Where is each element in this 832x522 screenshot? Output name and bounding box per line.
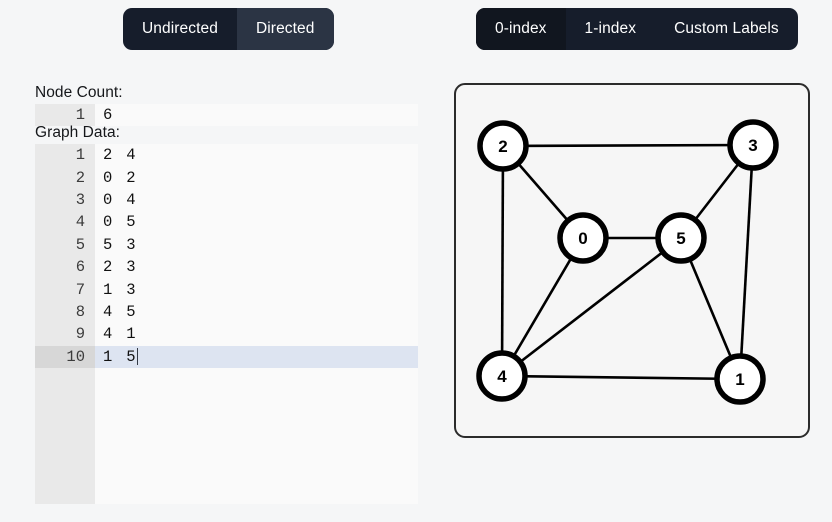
node-count-editor[interactable]: 1 6 — [35, 104, 418, 126]
line-text: 5 3 — [103, 235, 138, 254]
graph-mode-toggle-group[interactable]: Undirected Directed — [123, 8, 334, 50]
label-option-1-index[interactable]: 1-index — [566, 8, 656, 50]
line-number: 6 — [35, 255, 95, 279]
line-content[interactable]: 4 5 — [95, 301, 418, 323]
gutter-filler — [35, 367, 95, 504]
line-content[interactable]: 5 3 — [95, 234, 418, 256]
graph-node-label: 5 — [676, 229, 685, 248]
graph-node-circle[interactable] — [477, 120, 529, 172]
line-text: 0 5 — [103, 213, 138, 232]
graph-node-label: 4 — [497, 367, 507, 386]
line-number: 1 — [35, 104, 95, 126]
graph-edge — [501, 374, 741, 381]
editor-line[interactable]: 6 2 3 — [35, 255, 418, 279]
line-text: 4 1 — [103, 325, 138, 344]
line-content[interactable]: 4 1 — [95, 323, 418, 345]
line-text: 0 4 — [103, 190, 138, 209]
editor-line-active[interactable]: 10 1 5 — [35, 345, 418, 368]
graph-node-label: 2 — [498, 137, 507, 156]
editor-line[interactable]: 7 1 3 — [35, 278, 418, 301]
line-number: 2 — [35, 166, 95, 189]
label-option-0-index[interactable]: 0-index — [476, 8, 566, 50]
graph-node-circle[interactable] — [714, 353, 766, 405]
editor-blank-space[interactable] — [95, 367, 418, 504]
line-content[interactable]: 2 4 — [95, 144, 418, 166]
graph-edge — [500, 145, 505, 377]
graph-node-label: 1 — [735, 370, 744, 389]
line-text: 2 3 — [103, 258, 138, 277]
line-content[interactable]: 2 3 — [95, 256, 418, 278]
graph-node-circle[interactable] — [557, 212, 609, 264]
line-number: 5 — [35, 233, 95, 256]
node-count-label: Node Count: — [35, 84, 123, 101]
mode-option-undirected[interactable]: Undirected — [123, 8, 237, 50]
graph-node[interactable]: 2 — [477, 120, 529, 172]
mode-option-directed[interactable]: Directed — [236, 8, 334, 50]
graph-node[interactable]: 5 — [655, 212, 707, 264]
graph-visualization-panel[interactable]: 0 1 2 3 4 5 — [454, 83, 810, 438]
graph-edge — [738, 144, 755, 380]
line-content[interactable]: 1 3 — [95, 278, 418, 300]
editor-line[interactable]: 8 4 5 — [35, 300, 418, 324]
graph-node-circle[interactable] — [727, 119, 779, 171]
line-number: 10 — [35, 345, 95, 368]
line-number: 4 — [35, 211, 95, 234]
line-text: 4 5 — [103, 302, 138, 321]
line-content[interactable]: 6 — [95, 104, 418, 126]
graph-canvas[interactable]: 0 1 2 3 4 5 — [456, 85, 808, 436]
text-caret — [136, 348, 139, 366]
graph-edge — [500, 237, 585, 377]
label-mode-toggle-group[interactable]: 0-index 1-index Custom Labels — [476, 8, 798, 50]
editor-line[interactable]: 1 6 — [35, 104, 418, 126]
graph-node-label: 0 — [578, 229, 587, 248]
graph-node[interactable]: 4 — [476, 350, 528, 402]
editor-line[interactable]: 5 5 3 — [35, 233, 418, 256]
graph-edge-layer — [500, 143, 755, 381]
editor-line[interactable]: 4 0 5 — [35, 211, 418, 234]
line-number: 3 — [35, 188, 95, 212]
line-number: 7 — [35, 278, 95, 301]
graph-edge — [501, 236, 682, 378]
line-number: 9 — [35, 323, 95, 346]
graph-data-editor[interactable]: 1 2 4 2 0 2 3 0 4 4 0 5 5 5 3 — [35, 144, 418, 504]
graph-edge — [502, 143, 754, 148]
graph-data-label: Graph Data: — [35, 124, 120, 141]
graph-node[interactable]: 0 — [557, 212, 609, 264]
line-text: 1 3 — [103, 280, 138, 299]
line-content[interactable]: 0 5 — [95, 211, 418, 233]
editor-line[interactable]: 1 2 4 — [35, 144, 418, 167]
editor-line[interactable]: 3 0 4 — [35, 188, 418, 212]
editor-line[interactable]: 2 0 2 — [35, 166, 418, 189]
graph-node[interactable]: 3 — [727, 119, 779, 171]
graph-node-layer: 0 1 2 3 4 5 — [476, 119, 779, 405]
editor-empty-area[interactable] — [35, 367, 418, 504]
graph-node-circle[interactable] — [655, 212, 707, 264]
line-content[interactable]: 1 5 — [95, 345, 418, 368]
graph-node-circle[interactable] — [476, 350, 528, 402]
line-text: 6 — [103, 106, 115, 124]
line-text: 1 5 — [103, 347, 138, 366]
line-number: 8 — [35, 300, 95, 324]
line-text: 0 2 — [103, 168, 138, 187]
line-text: 2 4 — [103, 146, 138, 165]
line-content[interactable]: 0 4 — [95, 189, 418, 211]
graph-node[interactable]: 1 — [714, 353, 766, 405]
line-content[interactable]: 0 2 — [95, 166, 418, 188]
line-number: 1 — [35, 144, 95, 167]
editor-line[interactable]: 9 4 1 — [35, 323, 418, 346]
graph-node-label: 3 — [748, 136, 757, 155]
label-option-custom-labels[interactable]: Custom Labels — [655, 8, 798, 50]
